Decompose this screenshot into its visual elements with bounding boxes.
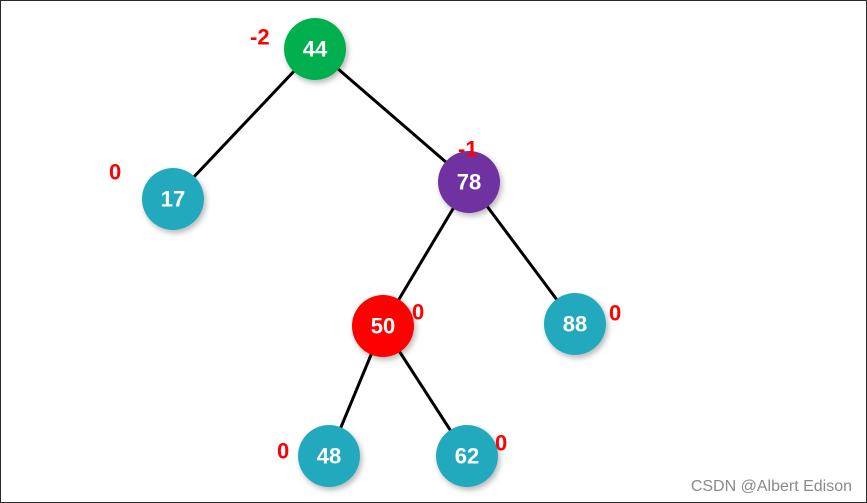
watermark: CSDN @Albert Edison bbox=[690, 478, 852, 495]
balance-factor-88: 0 bbox=[609, 301, 621, 326]
balance-factor-50: 0 bbox=[412, 300, 424, 325]
tree-node-78: 78 bbox=[438, 151, 500, 213]
edge-44-78 bbox=[314, 47, 470, 184]
node-value-88: 88 bbox=[563, 312, 587, 337]
node-circle-62 bbox=[436, 425, 498, 487]
tree-edges bbox=[171, 47, 577, 457]
tree-node-17: 17 bbox=[142, 168, 204, 230]
node-circle-50 bbox=[352, 295, 414, 357]
balance-factor-62: 0 bbox=[495, 431, 507, 456]
balance-factor-78: -1 bbox=[458, 137, 478, 162]
node-value-17: 17 bbox=[161, 187, 185, 212]
tree-nodes: 44 17 78 50 88 48 62 bbox=[142, 18, 606, 487]
tree-node-44: 44 bbox=[284, 18, 346, 80]
node-circle-78 bbox=[438, 151, 500, 213]
tree-node-88: 88 bbox=[544, 293, 606, 355]
balance-factor-48: 0 bbox=[277, 439, 289, 464]
node-circle-17 bbox=[142, 168, 204, 230]
node-value-78: 78 bbox=[457, 170, 481, 195]
node-circle-88 bbox=[544, 293, 606, 355]
node-value-50: 50 bbox=[371, 314, 395, 339]
node-value-44: 44 bbox=[303, 37, 328, 62]
node-value-62: 62 bbox=[455, 444, 479, 469]
tree-node-50: 50 bbox=[352, 295, 414, 357]
balance-factors: -2 0 -1 0 0 0 0 bbox=[109, 25, 621, 464]
balance-factor-44: -2 bbox=[250, 25, 270, 50]
tree-node-48: 48 bbox=[298, 425, 360, 487]
node-value-48: 48 bbox=[317, 444, 341, 469]
edge-44-17 bbox=[171, 47, 317, 201]
node-circle-44 bbox=[284, 18, 346, 80]
balance-factor-17: 0 bbox=[109, 160, 121, 185]
tree-node-62: 62 bbox=[436, 425, 498, 487]
node-circle-48 bbox=[298, 425, 360, 487]
